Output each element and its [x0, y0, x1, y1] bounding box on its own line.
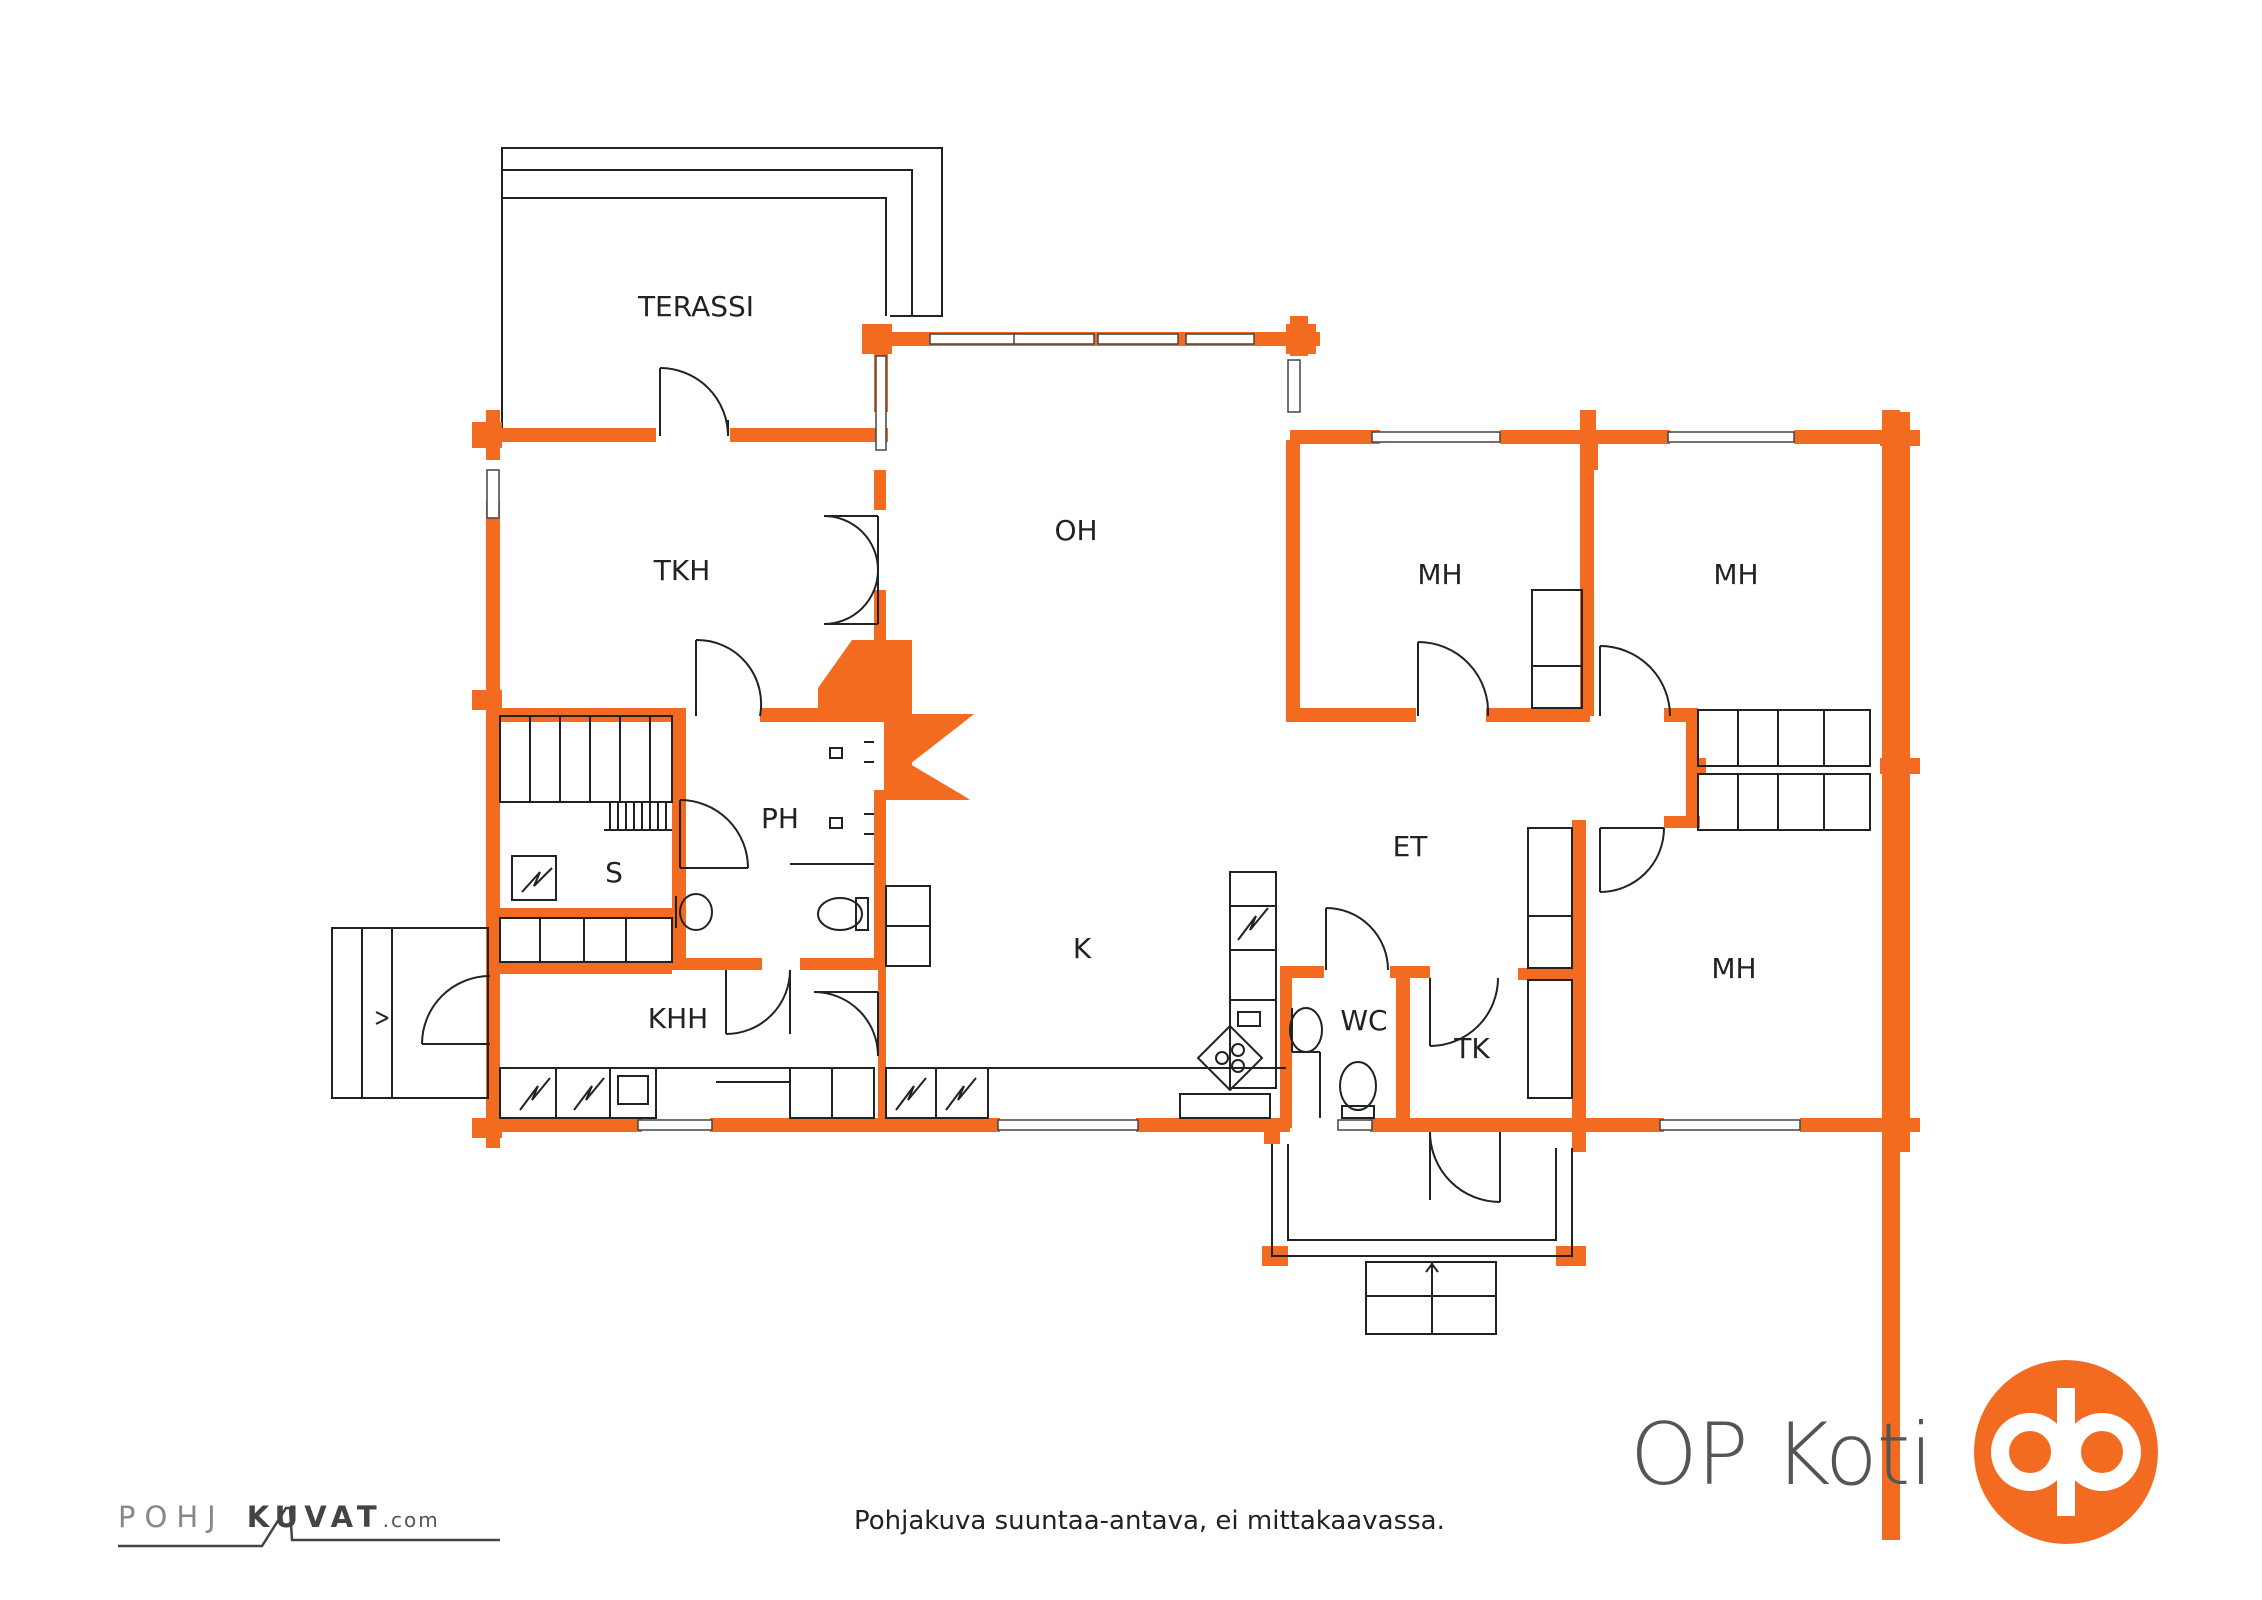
terrace-outline — [501, 147, 943, 436]
room-label-k: K — [1073, 932, 1092, 965]
room-label-mh2: MH — [1713, 558, 1758, 591]
room-label-mh1: MH — [1417, 558, 1462, 591]
room-label-terassi: TERASSI — [637, 290, 754, 323]
room-label-oh: OH — [1054, 514, 1097, 547]
room-labels: TERASSI OH TKH MH MH PH S ET K MH KHH WC… — [605, 290, 1759, 1065]
watermark-graphic — [118, 1506, 500, 1548]
room-label-s: S — [605, 856, 623, 889]
room-label-ph: PH — [761, 802, 799, 835]
room-label-khh: KHH — [648, 1002, 708, 1035]
room-label-tk: TK — [1453, 1032, 1490, 1065]
caption: Pohjakuva suuntaa-antava, ei mittakaavas… — [854, 1506, 1445, 1536]
room-label-wc: WC — [1340, 1004, 1387, 1037]
room-label-et: ET — [1393, 830, 1429, 863]
fixtures — [331, 367, 1871, 1335]
brand-name: OP Koti — [1630, 1405, 1933, 1505]
watermark: POHJ KUVAT.com — [118, 1500, 440, 1534]
watermark-part1: POHJ — [118, 1500, 225, 1534]
watermark-part3: .com — [382, 1508, 440, 1532]
room-label-tkh: TKH — [653, 554, 711, 587]
op-logo — [1974, 1360, 2158, 1544]
windows — [486, 333, 1801, 1131]
room-label-mh3: MH — [1711, 952, 1756, 985]
watermark-part2: KUVAT — [246, 1500, 383, 1534]
